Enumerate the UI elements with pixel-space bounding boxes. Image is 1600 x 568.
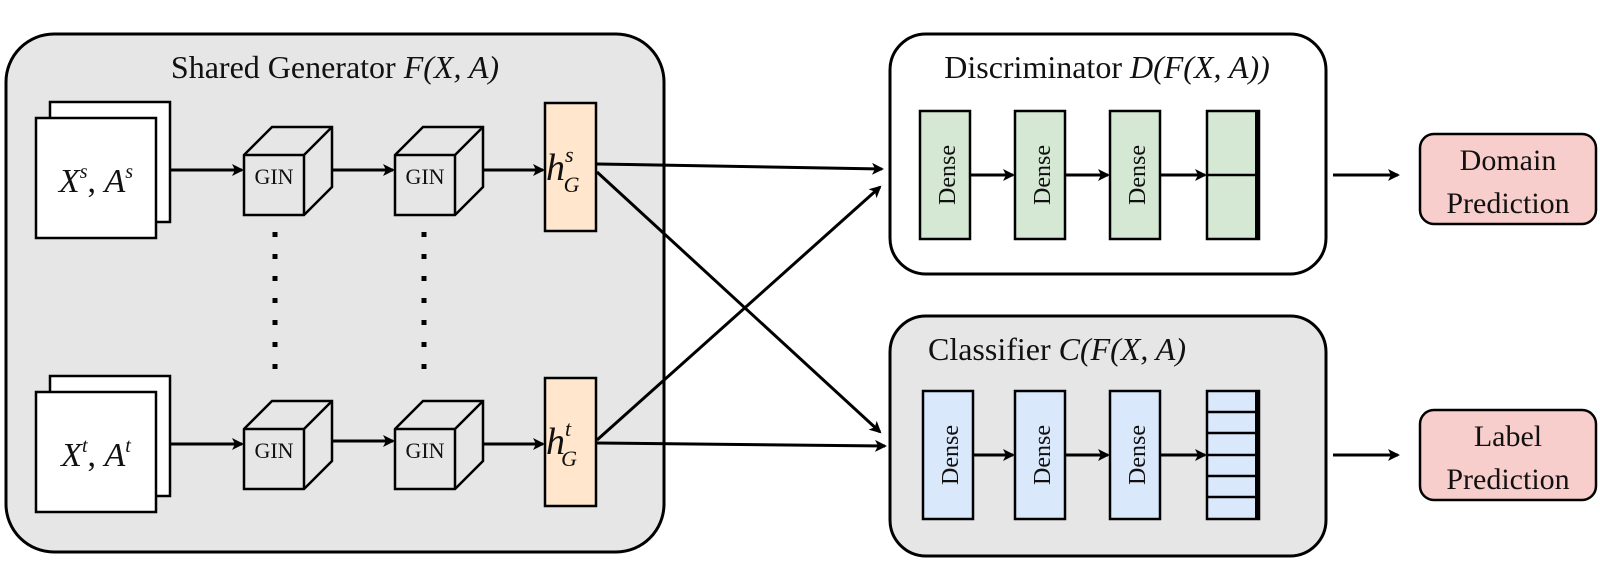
domain-prediction-box: Domain Prediction — [1418, 132, 1598, 226]
domain-prediction-line1: Domain — [1460, 144, 1557, 177]
cross-arrows — [595, 162, 887, 452]
gin-label: GIN — [254, 164, 293, 189]
svg-text:Dense: Dense — [1125, 145, 1151, 205]
svg-text:Dense: Dense — [1030, 145, 1056, 205]
gin-label: GIN — [405, 438, 444, 463]
generator-arrows — [170, 164, 545, 450]
domain-output-layer — [1205, 109, 1261, 241]
output-arrows — [1333, 169, 1400, 461]
gin-label: GIN — [405, 164, 444, 189]
shared-generator-panel: Shared Generator F(X, A) Xs, As Xt, At G… — [4, 32, 666, 554]
generator-title: Shared Generator F(X, A) — [171, 49, 499, 85]
classifier-title: Classifier C(F(X, A) — [928, 331, 1186, 367]
discriminator-panel: Discriminator D(F(X, A)) Dense Dense Den… — [888, 32, 1328, 276]
dense-layer: Dense — [1108, 389, 1162, 521]
dense-layer: Dense — [1108, 109, 1162, 241]
gin-cube-target-2: GIN — [393, 399, 485, 491]
source-input-label: Xs, As — [57, 161, 133, 200]
svg-text:Dense: Dense — [935, 145, 961, 205]
classifier-panel: Classifier C(F(X, A) Dense Dense Dense — [888, 314, 1328, 558]
domain-prediction-line2: Prediction — [1446, 187, 1569, 220]
label-prediction-box: Label Prediction — [1418, 408, 1598, 502]
label-prediction-line1: Label — [1474, 420, 1542, 453]
svg-text:Dense: Dense — [938, 425, 964, 485]
gin-label: GIN — [254, 438, 293, 463]
svg-text:Dense: Dense — [1125, 425, 1151, 485]
target-input-label: Xt, At — [59, 435, 131, 474]
discriminator-title: Discriminator D(F(X, A)) — [944, 49, 1270, 85]
gin-cube-source-1: GIN — [242, 125, 334, 217]
source-input-stack: Xs, As — [34, 100, 172, 240]
target-input-stack: Xt, At — [34, 374, 172, 514]
dense-layer: Dense — [918, 109, 972, 241]
dense-layer: Dense — [1013, 109, 1067, 241]
dense-layer: Dense — [921, 389, 975, 521]
gin-cube-target-1: GIN — [242, 399, 334, 491]
label-prediction-line2: Prediction — [1446, 463, 1569, 496]
dense-layer: Dense — [1013, 389, 1067, 521]
gin-cube-source-2: GIN — [393, 125, 485, 217]
label-output-layer — [1205, 389, 1261, 521]
svg-text:Dense: Dense — [1030, 425, 1056, 485]
